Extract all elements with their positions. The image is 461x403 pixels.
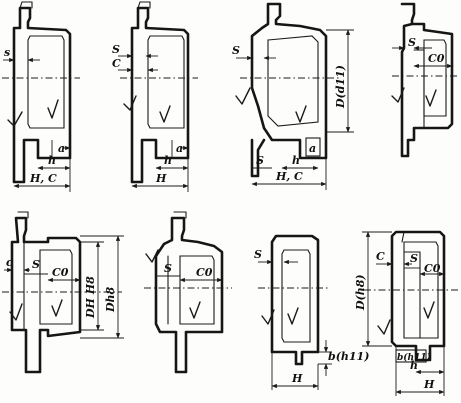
figure-5-cover: c S C0 DH H8 Dh8 [2,211,124,374]
label-s: S [232,44,240,57]
check-mark-icon [159,105,171,123]
label-c: c [6,256,13,269]
label-width: H [423,378,435,391]
check-mark-icon [145,249,159,263]
label-s: S [410,252,418,265]
label-s: S [112,43,120,56]
figure-6-cover: S C0 [144,211,232,374]
check-mark-icon [123,95,137,111]
label-width: H, C [29,172,57,185]
label-diameter: D(h8) [354,274,367,311]
check-mark-icon [7,111,23,127]
label-s: S [32,258,40,271]
check-mark-icon [51,299,63,317]
label-s-bottom: S [256,154,264,167]
label-c0: C0 [424,262,441,275]
check-mark-icon [425,89,437,107]
check-mark-icon [189,301,201,319]
label-h: h [48,154,56,167]
label-width: H, C [275,170,303,183]
check-mark-icon [295,105,307,123]
label-d-housing: Dh8 [104,286,117,313]
label-b: b(h11) [397,352,431,363]
check-mark-icon [9,303,23,321]
check-mark-icon [47,99,59,119]
label-h: H [291,372,303,385]
check-mark-icon [287,307,299,325]
label-c0: C0 [52,266,69,279]
label-c: C [376,250,385,263]
label-a: a [309,142,316,155]
check-mark-icon [235,87,251,105]
label-h: h [164,154,172,167]
label-s: S [408,36,416,49]
check-mark-icon [377,319,391,335]
label-a: a [176,142,183,155]
label-width: H [155,172,167,185]
label-s: S [254,248,262,261]
label-c: C [112,57,121,70]
label-c0: C0 [196,266,213,279]
figure-7-cover: S b(h11) H [254,234,369,390]
label-s: s [4,46,10,59]
label-h: h [292,154,300,167]
check-mark-icon [423,301,435,319]
label-diameter: D(d11) [334,65,347,109]
label-a: a [58,142,65,155]
label-c0: C0 [428,52,445,65]
figure-2-cover: S C a h H [112,1,198,192]
figure-3-cover: S D(d11) S h a H, C [232,2,354,190]
label-d-outer: DH H8 [84,276,97,319]
check-mark-icon [261,309,275,325]
check-mark-icon [391,87,405,103]
label-s: S [164,262,172,275]
label-h: h [410,359,418,372]
figure-8-cover: D(h8) C S C0 b(h11) h H [354,230,460,396]
figure-1-cover: s a h H, C [2,1,80,192]
figure-4-cover: S C0 [391,2,460,158]
label-b: b(h11) [328,350,369,363]
